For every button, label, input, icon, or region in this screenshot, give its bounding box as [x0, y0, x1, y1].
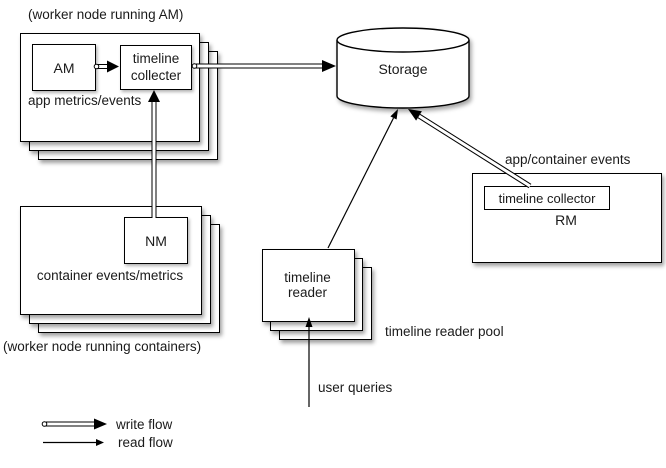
read-arrow-reader-to-storage: [327, 109, 398, 249]
container-worker-caption: (worker node running containers): [3, 339, 202, 354]
user-queries-label: user queries: [318, 380, 393, 395]
legend-read-flow-label: read flow: [118, 435, 173, 450]
rm-events-label: app/container events: [505, 152, 631, 167]
timeline-reader-pool-label: timeline reader pool: [385, 324, 504, 339]
am-box: AM: [32, 44, 96, 91]
legend-write-flow-arrow: [41, 418, 107, 430]
reader-stack-layer-front: [262, 249, 355, 322]
legend-read-flow-arrow: [43, 439, 104, 446]
legend-write-flow-label: write flow: [116, 417, 173, 432]
nm-box: NM: [124, 217, 188, 264]
timeline-collector-box-rm: timeline collector: [484, 186, 610, 210]
timeline-collector-box-am: timeline collecter: [120, 45, 192, 90]
container-worker-note: container events/metrics: [36, 268, 184, 283]
am-worker-caption: (worker node running AM): [28, 7, 184, 22]
rm-label: RM: [555, 212, 577, 228]
timeline-reader-box: timeline reader: [284, 269, 331, 300]
storage-label: Storage: [378, 61, 428, 77]
am-worker-note: app metrics/events: [28, 93, 142, 108]
